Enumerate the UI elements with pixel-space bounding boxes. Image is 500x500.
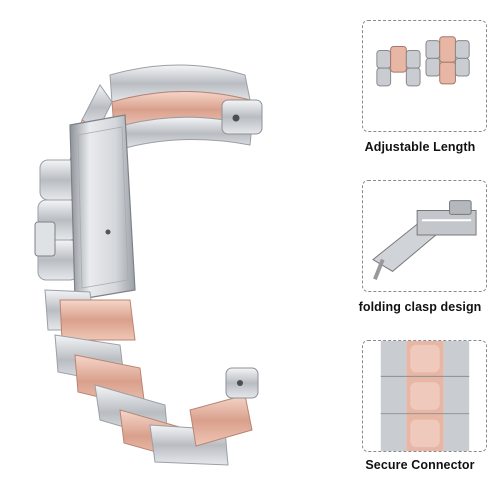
caption-secure-connector: Secure Connector — [365, 458, 475, 472]
caption-adjustable-length: Adjustable Length — [364, 140, 476, 154]
folding-clasp — [34, 114, 136, 301]
spring-bar-top — [221, 99, 263, 135]
band-bottom-links — [44, 289, 253, 466]
link-connector-icon — [380, 341, 470, 451]
folding-clasp-icon — [372, 200, 477, 280]
feature-panel-connector — [362, 340, 487, 452]
watch-band-photo — [34, 64, 263, 466]
spring-bar-bottom — [225, 367, 259, 399]
feature-panel-adjustable — [362, 20, 487, 132]
caption-folding-clasp: folding clasp design — [358, 300, 482, 314]
band-links-icon — [376, 36, 470, 87]
feature-panel-clasp — [362, 180, 487, 292]
